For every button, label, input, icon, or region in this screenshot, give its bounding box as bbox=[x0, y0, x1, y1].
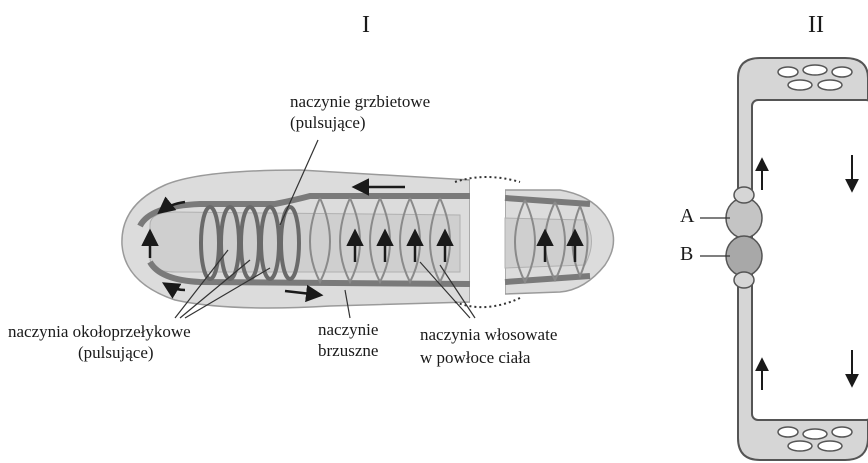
label-a: A bbox=[680, 205, 694, 228]
network-cell bbox=[803, 429, 827, 439]
ventral-vessel-label-line1: naczynie bbox=[318, 320, 378, 340]
network-cell bbox=[778, 67, 798, 77]
panel-2-numeral: II bbox=[808, 12, 824, 39]
network-cell bbox=[788, 80, 812, 90]
valve bbox=[734, 272, 754, 288]
earthworm-diagram bbox=[122, 140, 614, 318]
network-cell bbox=[818, 80, 842, 90]
dorsal-vessel-label-line1: naczynie grzbietowe bbox=[290, 92, 430, 112]
vessel-loop-inner bbox=[752, 100, 868, 420]
chamber-a bbox=[726, 198, 762, 238]
periesophageal-label-line2: (pulsujące) bbox=[78, 343, 154, 363]
periesophageal-label-line1: naczynia okołoprzełykowe bbox=[8, 322, 191, 342]
network-cell bbox=[778, 427, 798, 437]
label-b: B bbox=[680, 243, 693, 266]
network-cell bbox=[803, 65, 827, 75]
network-cell bbox=[832, 67, 852, 77]
network-cell bbox=[818, 441, 842, 451]
dorsal-vessel-label-line2: (pulsujące) bbox=[290, 113, 366, 133]
gut bbox=[150, 212, 460, 272]
valve bbox=[734, 187, 754, 203]
vessel-model-diagram bbox=[700, 58, 868, 460]
capillaries-label-line1: naczynia włosowate bbox=[420, 325, 557, 345]
network-cell bbox=[832, 427, 852, 437]
ventral-vessel-label-line2: brzuszne bbox=[318, 341, 378, 361]
network-cell bbox=[788, 441, 812, 451]
chamber-b bbox=[726, 236, 762, 276]
panel-1-numeral: I bbox=[362, 12, 370, 39]
cut-gap bbox=[470, 175, 505, 310]
capillaries-label-line2: w powłoce ciała bbox=[420, 348, 530, 368]
